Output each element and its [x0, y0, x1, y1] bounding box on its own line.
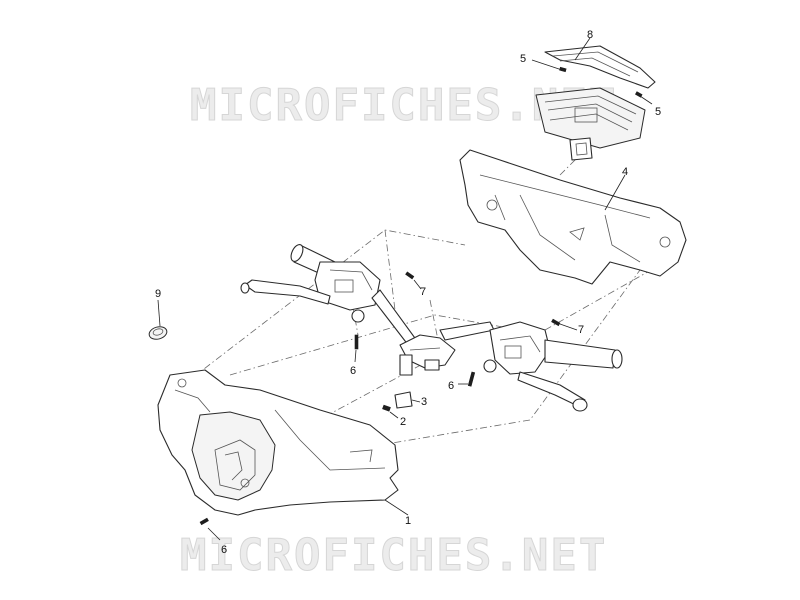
- callout-6-right: 6: [448, 380, 454, 392]
- part-1-front-handle-cover: [157, 369, 409, 516]
- meter-assembly: [535, 87, 646, 161]
- callout-7-right: 7: [578, 324, 584, 336]
- right-grip-assembly: [483, 321, 623, 412]
- part-8-meter-cover: [544, 37, 656, 89]
- callout-6-bottom: 6: [221, 544, 227, 556]
- callout-6-center: 6: [350, 365, 356, 377]
- part-9-cap: [148, 299, 168, 340]
- callout-8: 8: [587, 29, 593, 41]
- callout-4: 4: [622, 166, 628, 178]
- left-grip-assembly: [240, 244, 421, 351]
- callout-9: 9: [155, 288, 161, 300]
- callout-1: 1: [405, 515, 411, 527]
- watermark-bottom: MICROFICHES.NET: [180, 530, 607, 581]
- part-3-clip: [394, 391, 421, 409]
- callout-3: 3: [421, 396, 427, 408]
- part-4-rear-handle-cover: [459, 149, 687, 285]
- callout-5-left: 5: [520, 53, 526, 65]
- center-bracket: [399, 321, 495, 376]
- part-2-screw: [382, 404, 399, 419]
- part-7-screws: [405, 271, 578, 331]
- callout-2: 2: [400, 416, 406, 428]
- part-6-screws: [199, 334, 476, 541]
- callout-5-right: 5: [655, 106, 661, 118]
- part-5-screws: [531, 59, 653, 105]
- callout-7-left: 7: [420, 286, 426, 298]
